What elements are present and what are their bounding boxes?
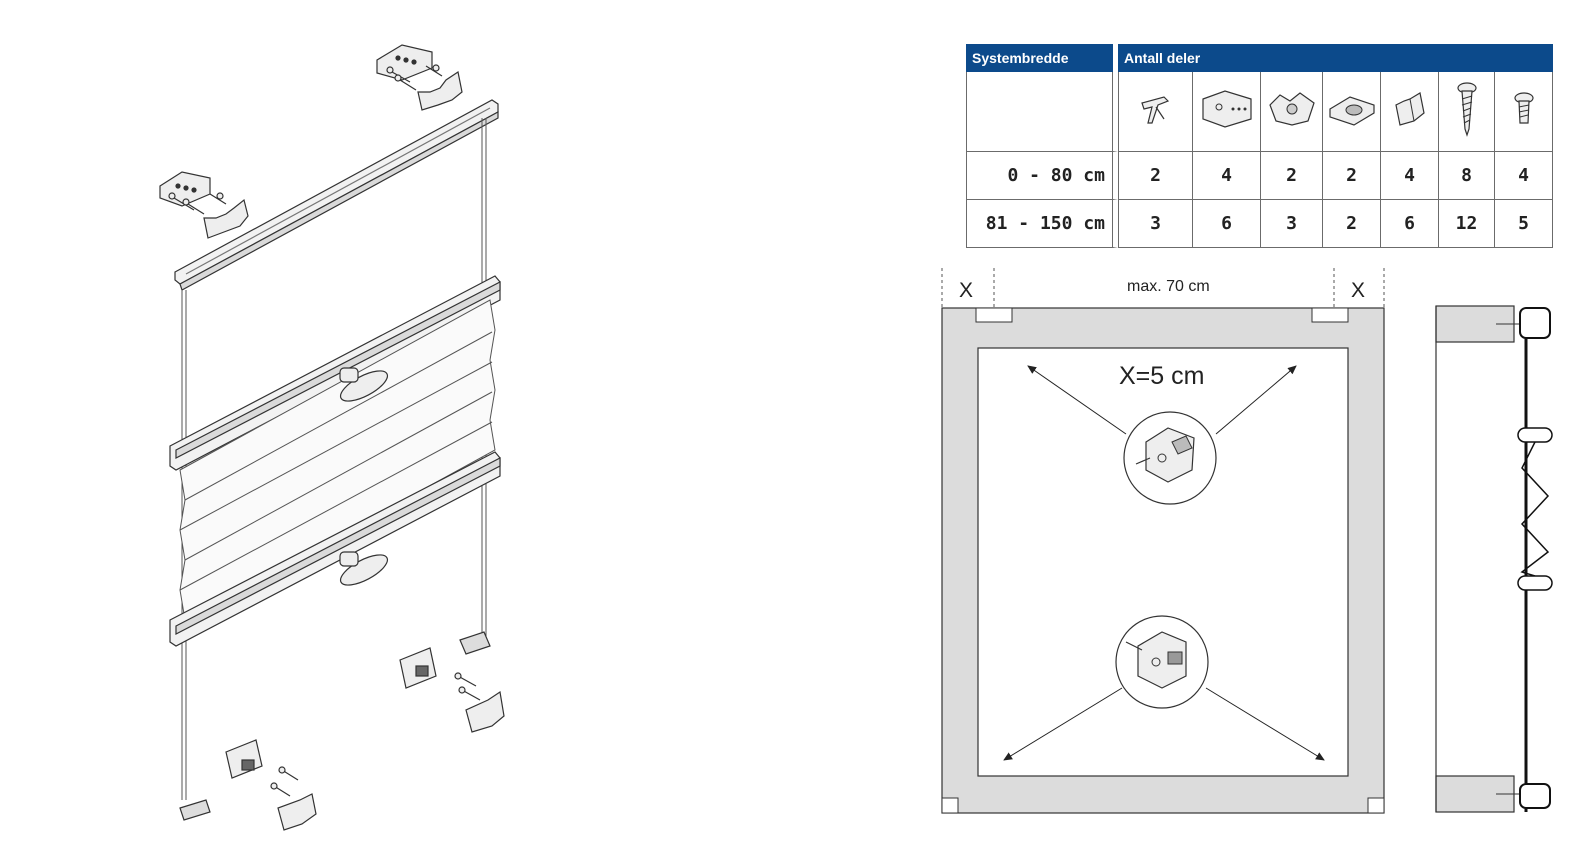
header-system-width: Systembredde (966, 44, 1118, 72)
exploded-assembly-drawing (159, 44, 505, 831)
spring-clip-icon (1268, 92, 1315, 126)
header-part-count: Antall deler (1118, 44, 1553, 72)
top-left-bracket-set (159, 171, 249, 239)
table-cell: 12 (1439, 200, 1495, 248)
part-cell-2 (1193, 72, 1261, 152)
table-cell: 3 (1118, 200, 1193, 248)
parts-table: Systembredde Antall deler (966, 44, 1553, 248)
part-cell-1 (1118, 72, 1193, 152)
lower-detail-magnifier (1115, 615, 1209, 709)
table-cell: 5 (1495, 200, 1553, 248)
part-cell-6 (1439, 72, 1495, 152)
cord-clip-icon (1328, 96, 1375, 126)
upper-rail (169, 275, 501, 471)
table-row: 0 - 80 cm 2 4 2 2 4 8 4 (966, 152, 1553, 200)
x-right-label: X (1351, 279, 1366, 302)
table-cell: 4 (1381, 152, 1439, 200)
table-cell: 4 (1193, 152, 1261, 200)
pleated-fabric (179, 299, 496, 621)
headrail (174, 99, 499, 291)
table-cell: 2 (1118, 152, 1193, 200)
frame-mounting-diagram (941, 268, 1385, 814)
x-left-label: X (959, 279, 974, 302)
row-label: 0 - 80 cm (966, 152, 1118, 200)
table-cell: 2 (1323, 152, 1381, 200)
machine-screw-icon (1513, 92, 1534, 124)
row-label: 81 - 150 cm (966, 200, 1118, 248)
part-cell-3 (1261, 72, 1323, 152)
empty-label-cell (966, 72, 1118, 152)
table-header-row: Systembredde Antall deler (966, 44, 1553, 72)
upper-handle (339, 367, 389, 402)
mounting-plate-icon (1201, 90, 1252, 128)
table-cell: 6 (1193, 200, 1261, 248)
table-cell: 4 (1495, 152, 1553, 200)
side-view-diagram (1435, 305, 1553, 813)
part-cell-4 (1323, 72, 1381, 152)
wood-screw-icon (1456, 82, 1477, 137)
lower-rail (169, 451, 501, 647)
part-cell-5 (1381, 72, 1439, 152)
upper-detail-magnifier (1123, 411, 1217, 505)
end-cap-icon (1394, 92, 1425, 126)
bottom-left-bracket-set (179, 739, 317, 831)
x-value-label: X=5 cm (1119, 362, 1205, 390)
table-cell: 6 (1381, 200, 1439, 248)
table-cell: 2 (1323, 200, 1381, 248)
parts-icon-row (966, 72, 1553, 152)
bottom-right-bracket-set (399, 631, 505, 733)
top-right-bracket-set (376, 44, 463, 111)
bracket-clip-icon (1140, 96, 1169, 124)
lower-handle (339, 551, 389, 586)
table-cell: 2 (1261, 152, 1323, 200)
part-cell-7 (1495, 72, 1553, 152)
table-row: 81 - 150 cm 3 6 3 2 6 12 5 (966, 200, 1553, 248)
table-cell: 8 (1439, 152, 1495, 200)
max-width-label: max. 70 cm (1127, 278, 1210, 295)
table-cell: 3 (1261, 200, 1323, 248)
